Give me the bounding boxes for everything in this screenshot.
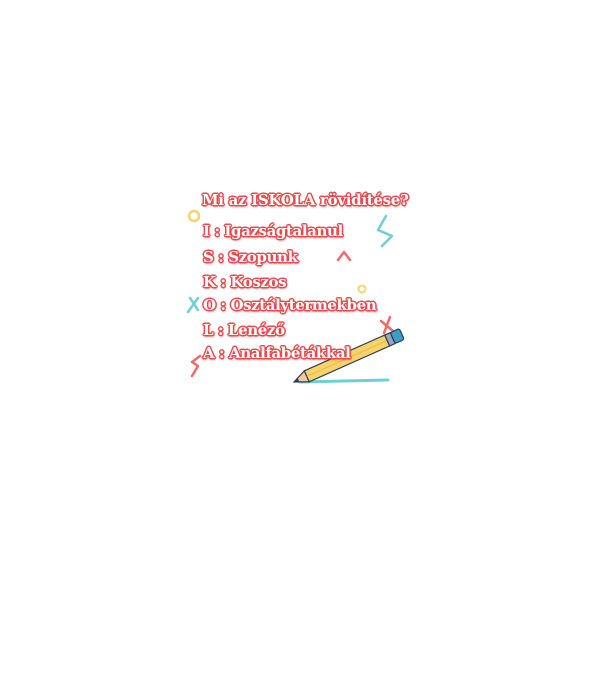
ring-icon [187,209,201,223]
underline-stroke [298,378,390,384]
acronym-line-i: I : Igazságtalanul [203,222,343,240]
cross-icon [379,315,395,335]
caret-icon [336,250,352,262]
acronym-line-k: K : Koszos [203,273,287,291]
ring-icon [357,284,367,294]
cross-icon [186,296,200,314]
acronym-line-a: A : Analfabétákkal [203,344,351,362]
zigzag-icon [190,354,202,378]
acronym-line-s: S : Szopunk [203,248,298,266]
acronym-line-l: L : Lenéző [203,321,285,339]
meme-title: Mi az ISKOLA rövidítése? [202,191,409,209]
acronym-line-o: O : Osztálytermekben [203,296,377,314]
zigzag-icon [376,214,394,248]
